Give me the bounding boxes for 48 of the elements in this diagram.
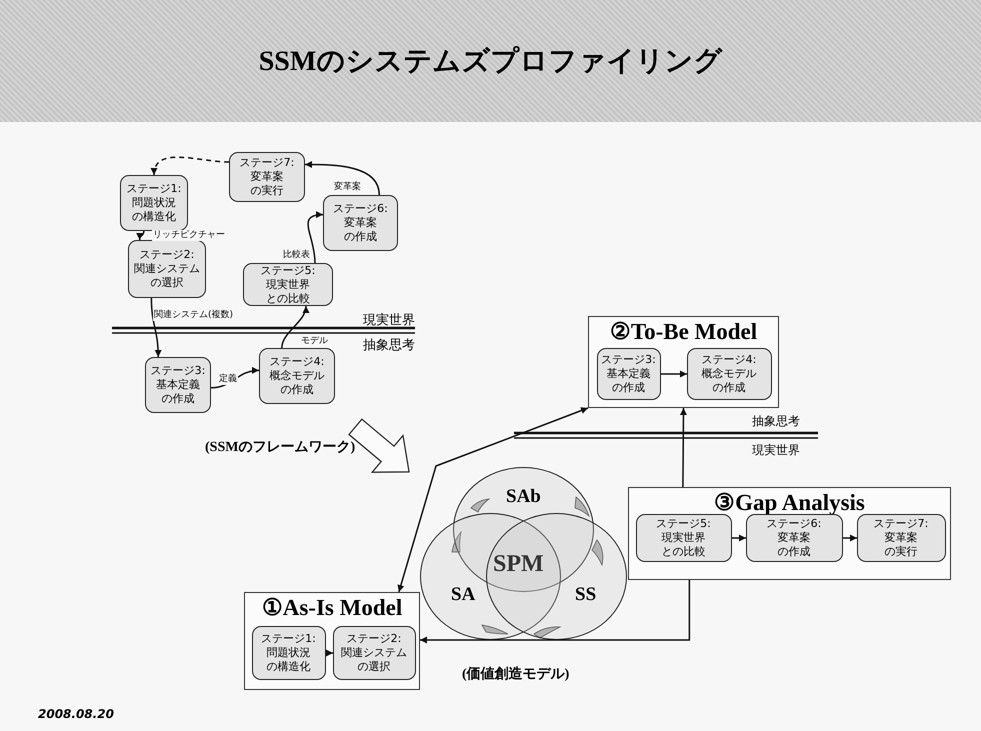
stage-box: ステージ6: 変革案の作成 <box>746 514 842 562</box>
world-label: 現実世界 <box>363 312 415 329</box>
world-label: 抽象思考 <box>363 337 415 354</box>
panel-heading: ③Gap Analysis <box>713 490 866 516</box>
edge-label: リッチピクチャー <box>152 230 226 241</box>
title: SSMのシステムズプロファイリング <box>258 45 722 79</box>
stage-box: ステージ6: 変革案の作成 <box>323 195 398 251</box>
arrow <box>732 534 746 542</box>
venn-center-label: SPM <box>493 551 544 578</box>
stage-box: ステージ2: 関連システムの選択 <box>128 240 206 298</box>
edge-label: 定義 <box>218 374 238 385</box>
arrow <box>661 370 687 378</box>
stage-box: ステージ4: 概念モデルの作成 <box>686 348 772 400</box>
world-label: 現実世界 <box>752 442 800 459</box>
arrow <box>420 580 690 644</box>
stage-box: ステージ1: 問題状況の構造化 <box>252 626 326 680</box>
stage-box: ステージ5: 現実世界との比較 <box>636 514 732 562</box>
arrow <box>398 407 588 592</box>
edge-label: 比較表 <box>282 250 311 261</box>
stage-box: ステージ7: 変革案の実行 <box>856 514 946 562</box>
world-label: 抽象思考 <box>752 413 800 430</box>
stage-box: ステージ4: 概念モデルの作成 <box>259 348 335 404</box>
panel-heading: ②To-Be Model <box>608 319 758 345</box>
edge-label: 関連システム(複数) <box>153 310 234 321</box>
arrow <box>326 650 333 656</box>
arrow <box>680 408 687 487</box>
panel-heading: ①As-Is Model <box>260 595 404 621</box>
model-panel <box>588 316 779 408</box>
caption: (価値創造モデル) <box>462 665 570 683</box>
stage-box: ステージ3: 基本定義の作成 <box>145 357 211 413</box>
stage-box: ステージ3: 基本定義の作成 <box>596 348 660 400</box>
stage-box: ステージ1: 問題状況の構造化 <box>120 175 188 231</box>
stage-box: ステージ7: 変革案の実行 <box>229 152 305 202</box>
caption: (SSMのフレームワーク) <box>205 439 356 456</box>
stage-box: ステージ5: 現実世界との比較 <box>243 263 333 306</box>
arrow <box>281 306 309 348</box>
arrow <box>151 156 230 176</box>
model-panel <box>244 592 420 690</box>
edge-label: 変革案 <box>333 182 362 193</box>
arrow <box>307 212 324 264</box>
arrow <box>843 534 857 542</box>
model-panel <box>628 487 951 580</box>
edge-label: モデル <box>300 336 329 347</box>
arrow <box>150 298 162 358</box>
stage-box: ステージ2: 関連システムの選択 <box>332 626 416 680</box>
arrow <box>136 230 145 240</box>
arrow <box>305 161 380 196</box>
date-label: 2008.08.20 <box>38 707 114 721</box>
